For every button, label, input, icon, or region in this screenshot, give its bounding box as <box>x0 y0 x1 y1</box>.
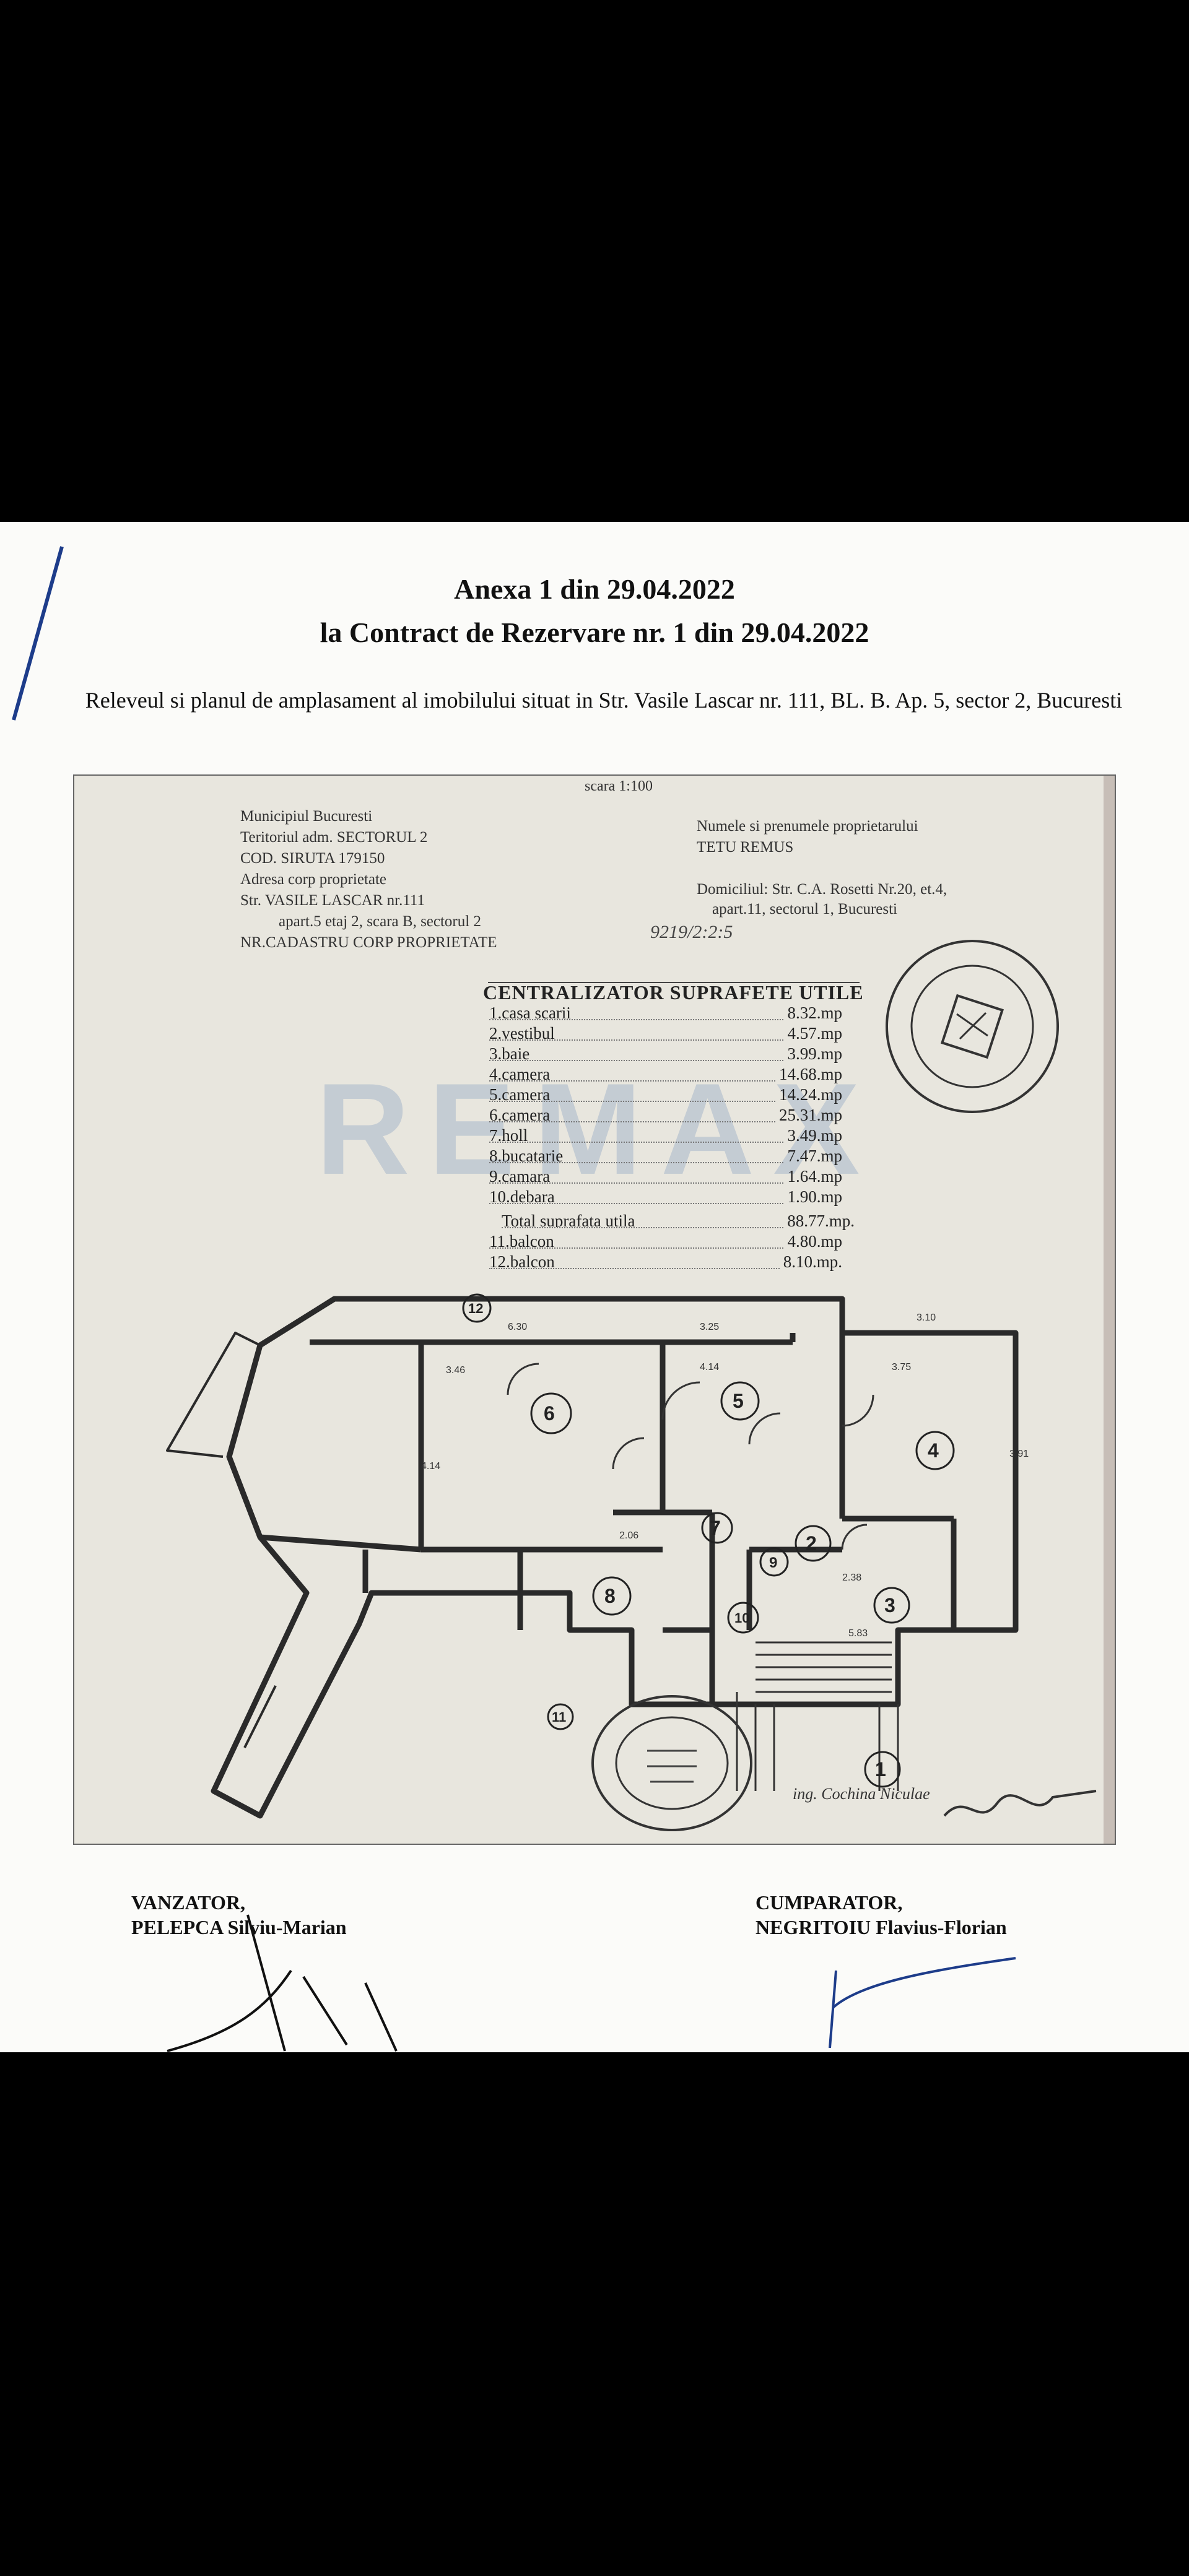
surface-value: 8.32.mp <box>787 1004 842 1022</box>
room-number-10: 10 <box>734 1610 749 1626</box>
location-line: Str. VASILE LASCAR nr.111 <box>240 892 425 909</box>
surface-value: 25.31.mp <box>778 1106 842 1124</box>
buyer-role: CUMPARATOR, <box>756 1891 903 1914</box>
svg-text:3.46: 3.46 <box>446 1365 465 1376</box>
surface-value: 3.49.mp <box>787 1126 842 1145</box>
svg-text:3.25: 3.25 <box>700 1322 719 1332</box>
surface-label: 7.holl <box>489 1126 784 1143</box>
cadastre-number: 9219/2:2:5 <box>650 922 733 942</box>
surface-value: 3.99.mp <box>787 1044 842 1063</box>
surface-label: 2.vestibul <box>489 1024 784 1041</box>
surface-value: 8.10.mp. <box>783 1252 842 1271</box>
room-number-4: 4 <box>928 1439 939 1462</box>
surface-label: 10.debara <box>489 1187 784 1204</box>
room-number-11: 11 <box>552 1709 566 1725</box>
owner-name: TETU REMUS <box>697 839 794 856</box>
surface-value: 7.47.mp <box>787 1147 842 1165</box>
surface-value: 14.24.mp <box>778 1085 842 1104</box>
buyer-name: NEGRITOIU Flavius-Florian <box>756 1916 1007 1938</box>
room-number-1: 1 <box>875 1758 886 1780</box>
surface-value: 14.68.mp <box>778 1065 842 1083</box>
room-number-12: 12 <box>468 1301 483 1316</box>
surface-value: 88.77.mp. <box>787 1212 855 1230</box>
surface-value: 4.80.mp <box>787 1232 842 1251</box>
seller-block: VANZATOR, PELEPCA Silviu-Marian <box>131 1890 347 1940</box>
room-number-6: 6 <box>544 1402 555 1425</box>
svg-text:2.38: 2.38 <box>842 1572 861 1583</box>
seller-signature <box>167 1914 398 2052</box>
scanned-page: Anexa 1 din 29.04.2022 la Contract de Re… <box>0 522 1189 2052</box>
surface-label: Total suprafata utila <box>502 1212 784 1228</box>
surface-label: 6.camera <box>489 1106 775 1122</box>
domicile-line: apart.11, sectorul 1, Bucuresti <box>712 901 897 917</box>
location-line: Adresa corp proprietate <box>240 871 386 888</box>
room-marker <box>864 1751 901 1788</box>
room-number-3: 3 <box>884 1594 895 1616</box>
surface-label: 5.camera <box>489 1085 775 1102</box>
room-number-2: 2 <box>806 1532 817 1555</box>
seller-role: VANZATOR, <box>131 1891 246 1914</box>
surveyor-name: ing. Cochina Niculae <box>793 1785 930 1803</box>
sheet-edge-strip <box>1104 776 1115 1844</box>
room-number-7: 7 <box>710 1517 721 1539</box>
seller-name: PELEPCA Silviu-Marian <box>131 1916 347 1938</box>
official-stamp-bottom <box>591 1695 752 1831</box>
floor-plan-drawing: 6.30 3.25 3.10 3.46 4.14 3.75 2.06 2.38 5.83 4… <box>166 1293 1029 1819</box>
location-line: NR.CADASTRU CORP PROPRIETATE <box>240 934 497 951</box>
location-line: COD. SIRUTA 179150 <box>240 850 385 867</box>
plan-scale: scara 1:100 <box>585 778 653 794</box>
buyer-signature <box>829 1957 1016 2049</box>
room-number-5: 5 <box>733 1390 744 1412</box>
buyer-block: CUMPARATOR, NEGRITOIU Flavius-Florian <box>756 1890 1007 1940</box>
surveyor-signature <box>943 1790 1097 1817</box>
surface-label: 12.balcon <box>489 1252 780 1269</box>
svg-text:3.75: 3.75 <box>892 1362 911 1373</box>
surface-label: 4.camera <box>489 1065 775 1082</box>
owner-label: Numele si prenumele proprietarului <box>697 818 918 835</box>
surface-label: 9.camara <box>489 1167 784 1184</box>
cadastral-plan-sheet: scara 1:100 Municipiul Bucuresti Teritor… <box>73 774 1116 1845</box>
svg-text:4.14: 4.14 <box>700 1362 719 1373</box>
contract-title: la Contract de Rezervare nr. 1 din 29.04… <box>320 617 869 648</box>
surface-value: 1.90.mp <box>787 1187 842 1206</box>
surface-label: 8.bucatarie <box>489 1147 784 1163</box>
location-line: Teritoriul adm. SECTORUL 2 <box>240 829 428 846</box>
pen-stroke-mark <box>12 546 64 721</box>
room-number-8: 8 <box>604 1585 616 1607</box>
official-stamp-top <box>886 940 1059 1113</box>
intro-text: Releveul si planul de amplasament al imo… <box>85 688 1123 713</box>
surfaces-title: CENTRALIZATOR SUPRAFETE UTILE <box>483 981 864 1004</box>
svg-text:2.06: 2.06 <box>619 1530 638 1541</box>
svg-text:6.30: 6.30 <box>508 1322 527 1332</box>
svg-text:5.83: 5.83 <box>848 1628 868 1639</box>
surface-label: 3.baie <box>489 1044 784 1061</box>
location-line: Municipiul Bucuresti <box>240 808 373 825</box>
domicile-line: Domiciliul: Str. C.A. Rosetti Nr.20, et.… <box>697 881 947 898</box>
svg-text:3.10: 3.10 <box>917 1312 936 1323</box>
annex-title: Anexa 1 din 29.04.2022 <box>454 573 735 605</box>
svg-text:3.91: 3.91 <box>1009 1449 1029 1459</box>
surface-value: 4.57.mp <box>787 1024 842 1043</box>
surface-label: 11.balcon <box>489 1232 784 1249</box>
surfaces-rule <box>488 982 860 983</box>
location-line: apart.5 etaj 2, scara B, sectorul 2 <box>279 913 481 930</box>
surface-label: 1.casa scarii <box>489 1004 784 1020</box>
room-number-9: 9 <box>769 1555 777 1571</box>
svg-text:4.14: 4.14 <box>421 1461 440 1472</box>
surface-value: 1.64.mp <box>787 1167 842 1186</box>
